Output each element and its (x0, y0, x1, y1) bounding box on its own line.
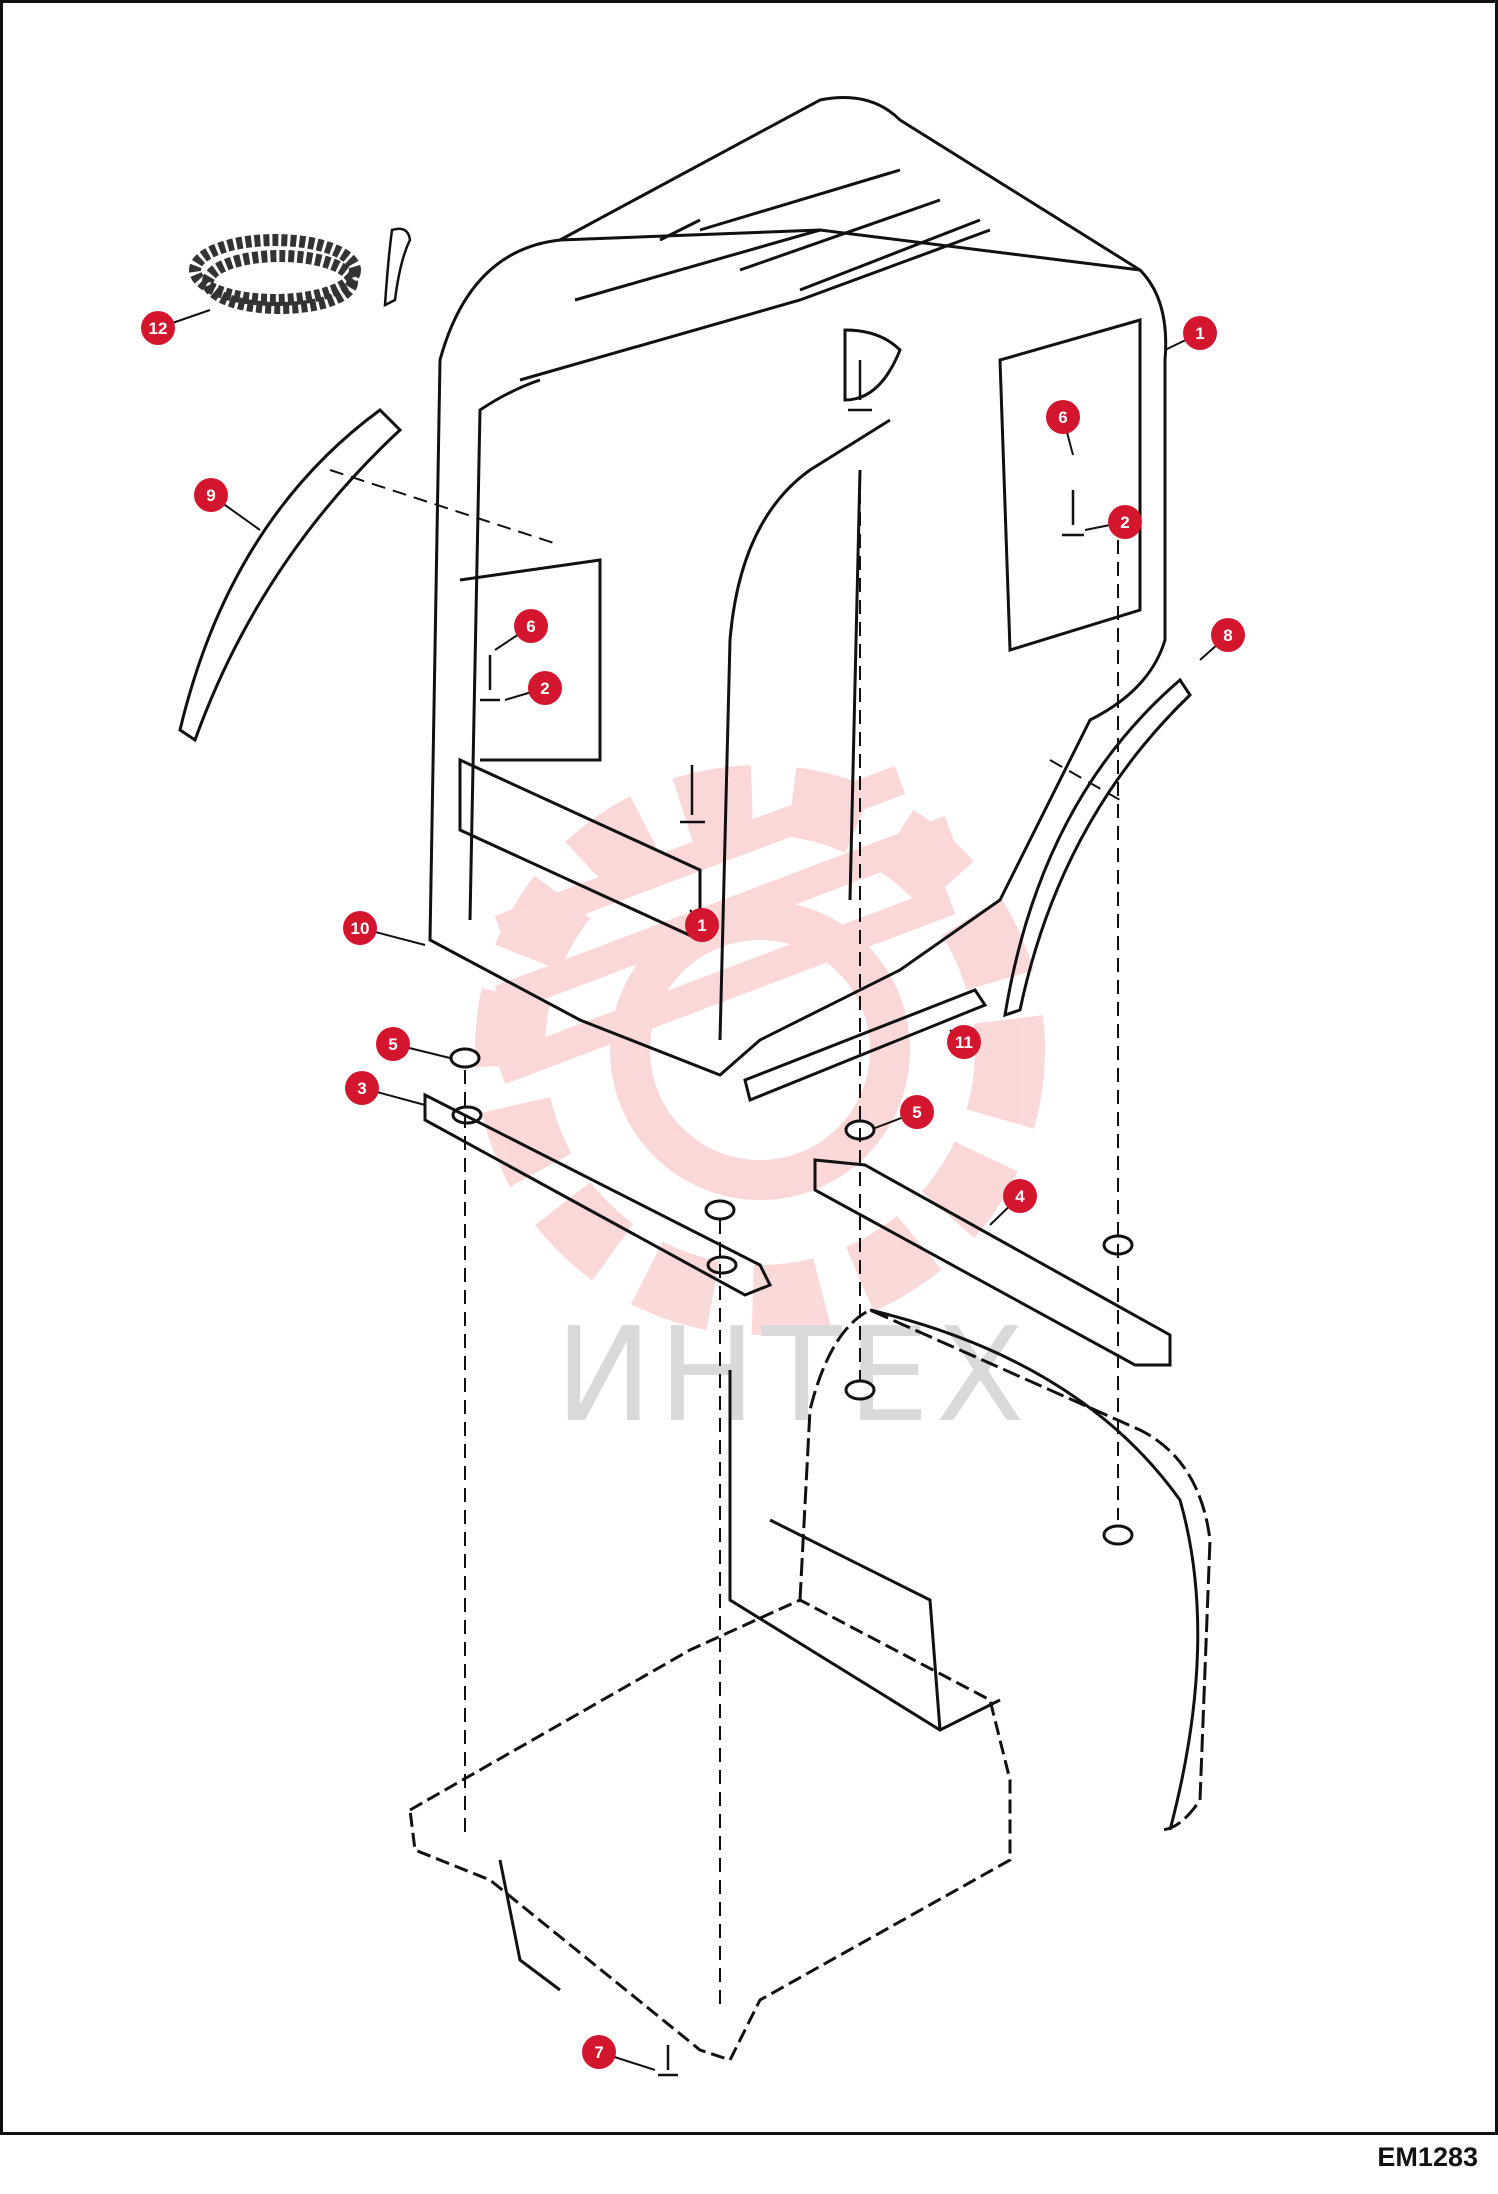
callout-6: 6 (1046, 400, 1080, 456)
callout-number: 7 (594, 2043, 603, 2062)
callout-number: 10 (351, 919, 370, 938)
callout-number: 6 (1058, 408, 1067, 427)
callout-11: 11 (947, 1025, 981, 1059)
trim-strip-right (1003, 677, 1192, 1018)
parts-diagram: ИНТЕХ (141, 96, 1245, 2077)
callout-5: 5 (376, 1027, 451, 1061)
callout-bubble (528, 671, 562, 705)
callout-number: 2 (540, 679, 549, 698)
callout-4: 4 (989, 1179, 1037, 1226)
callout-6b: 6 (494, 609, 548, 651)
callout-bubble (376, 1027, 410, 1061)
callout-bubble (141, 311, 175, 345)
callout-number: 9 (206, 486, 215, 505)
callout-number: 6 (526, 617, 535, 636)
callout-5b: 5 (874, 1095, 934, 1129)
callout-number: 2 (1120, 513, 1129, 532)
callout-2: 2 (1084, 505, 1142, 539)
callout-1b: 1 (685, 908, 719, 942)
callout-number: 5 (388, 1035, 397, 1054)
callout-number: 5 (912, 1103, 921, 1122)
callout-bubble (582, 2035, 616, 2069)
callout-2b: 2 (504, 671, 562, 705)
seal-profile (383, 227, 412, 308)
callout-bubble (194, 478, 228, 512)
callout-10: 10 (343, 911, 426, 946)
diagram-frame (0, 0, 1498, 2135)
callout-number: 8 (1223, 626, 1232, 645)
callout-bubble (1046, 400, 1080, 434)
bolts (480, 360, 1084, 2077)
callout-bubble (685, 908, 719, 942)
upper-structure-frame (408, 1308, 1212, 2062)
callout-7: 7 (582, 2035, 656, 2071)
callout-bubble (947, 1025, 981, 1059)
callout-bubble (343, 911, 377, 945)
callout-9: 9 (194, 478, 261, 531)
callout-bubble (345, 1071, 379, 1105)
seal-coil (189, 234, 361, 314)
callout-bubble (1108, 505, 1142, 539)
callout-number: 12 (149, 319, 168, 338)
alignment-lines (329, 469, 1121, 2010)
callout-number: 3 (357, 1079, 366, 1098)
callout-number: 1 (697, 916, 706, 935)
watermark-text: ИНТЕХ (555, 1299, 1031, 1451)
callout-number: 4 (1015, 1187, 1025, 1206)
mount-bar-center (743, 988, 988, 1103)
callout-bubble (1183, 316, 1217, 350)
callout-3: 3 (345, 1071, 426, 1106)
callout-bubble (1211, 618, 1245, 652)
mount-plate-left (423, 1092, 773, 1297)
callout-bubble (900, 1095, 934, 1129)
diagram-code: EM1283 (1377, 2142, 1478, 2172)
trim-strip-left (178, 408, 403, 743)
callout-number: 1 (1195, 324, 1204, 343)
callout-1: 1 (1164, 316, 1217, 351)
callout-12: 12 (141, 309, 211, 345)
mount-bar-right (813, 1158, 1172, 1367)
cab-frame (428, 96, 1168, 1077)
callout-8: 8 (1199, 618, 1245, 661)
callout-bubble (514, 609, 548, 643)
callout-bubble (1003, 1179, 1037, 1213)
watermark-logo (475, 765, 1045, 1335)
callout-number: 11 (955, 1033, 973, 1052)
